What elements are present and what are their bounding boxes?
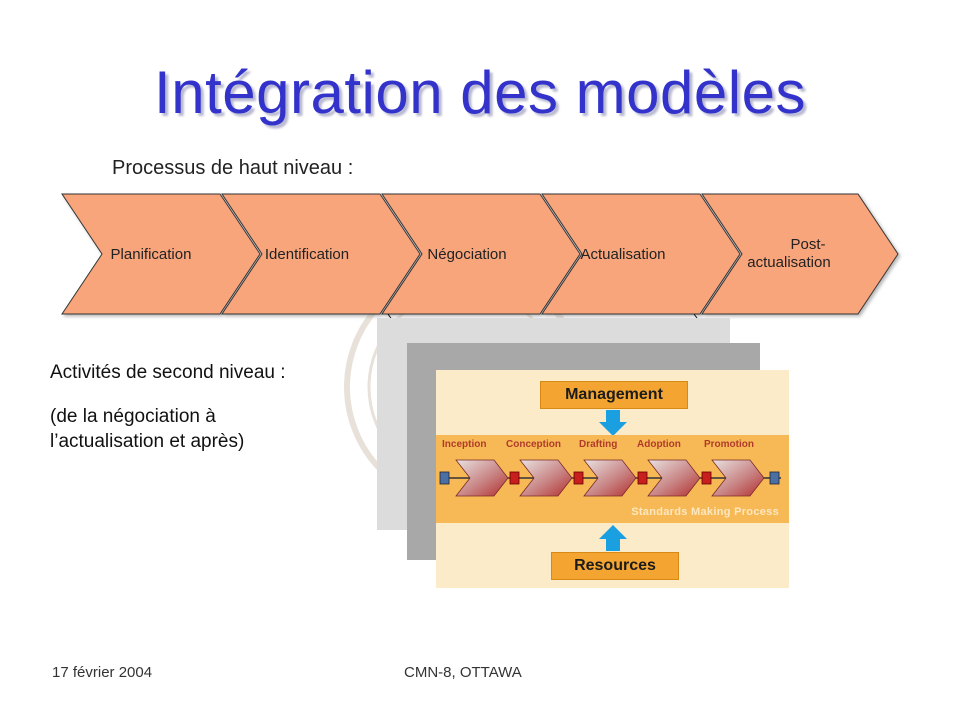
chevron-label-negociation: Négociation [427, 246, 507, 263]
arrow-down-icon [599, 410, 627, 436]
small-chevron-1 [455, 459, 509, 497]
footer-date: 17 février 2004 [52, 664, 153, 681]
process-node-start [439, 471, 450, 485]
small-chevron-5 [711, 459, 765, 497]
small-chevron-4 [647, 459, 701, 497]
second-level-subheading: (de la négociation à l’actualisation et … [50, 404, 350, 454]
process-chevrons-small [439, 459, 781, 497]
second-level-heading: Activités de second niveau : [50, 362, 286, 383]
slide-title: Intégration des modèles [154, 59, 806, 126]
process-node-end [769, 471, 780, 485]
high-level-process-heading: Processus de haut niveau : [112, 157, 354, 179]
small-chevron-3 [583, 459, 637, 497]
stage-adoption: Adoption [637, 439, 681, 450]
stage-drafting: Drafting [579, 439, 618, 450]
arrow-up-icon [599, 525, 627, 551]
standards-process-diagram: Management Inception Conception Drafting… [436, 370, 789, 588]
resources-box: Resources [551, 552, 679, 580]
small-chevron-2 [519, 459, 573, 497]
chevron-label-identification: Identification [264, 246, 350, 263]
footer-event: CMN-8, OTTAWA [404, 664, 522, 681]
chevron-label-post-line1: Post- [790, 236, 826, 253]
stage-promotion: Promotion [704, 439, 754, 450]
chevron-label-planification: Planification [110, 246, 192, 263]
stage-conception: Conception [506, 439, 561, 450]
chevron-label-actualisation: Actualisation [580, 246, 666, 263]
chevron-label-post-line2: actualisation [747, 254, 831, 271]
management-box: Management [540, 381, 688, 409]
second-level-sub-line1: (de la négociation à [50, 406, 216, 427]
second-level-sub-line2: l’actualisation et après) [50, 431, 245, 452]
stage-inception: Inception [442, 439, 487, 450]
standards-making-process-label: Standards Making Process [631, 506, 779, 518]
chevron-label-post-actualisation: Post- actualisation [724, 236, 854, 272]
process-band: Inception Conception Drafting Adoption P… [436, 435, 789, 523]
